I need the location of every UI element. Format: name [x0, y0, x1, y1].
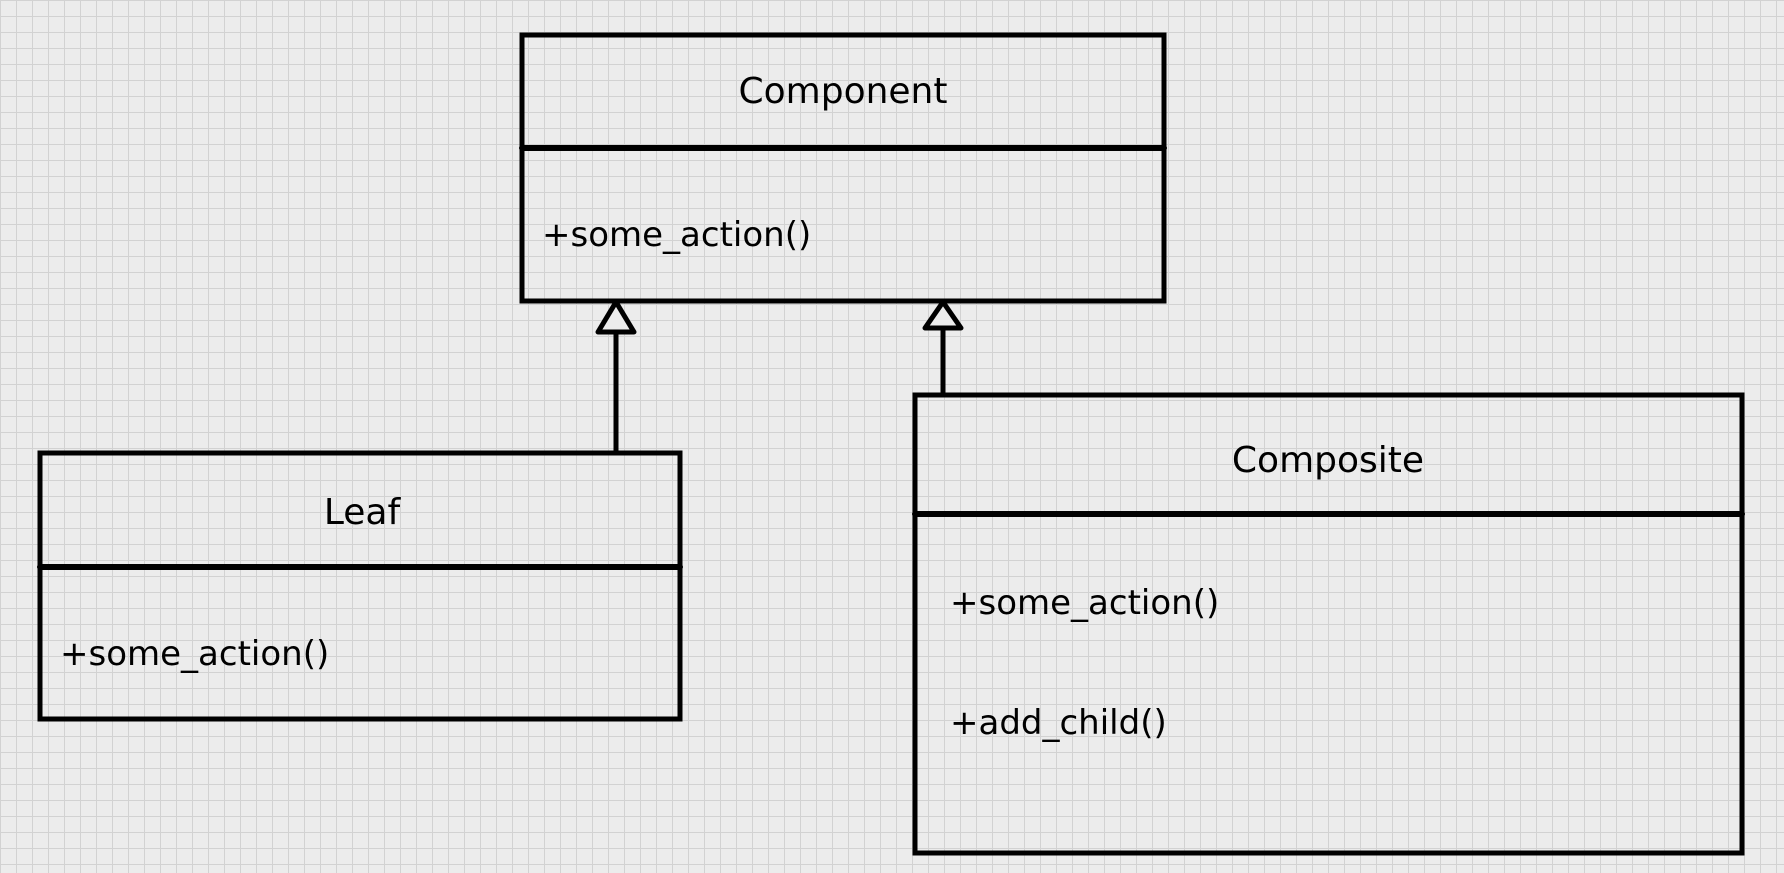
inheritance-arrowhead-leaf — [595, 299, 637, 335]
class-box-composite[interactable]: Composite +some_action() +add_child() — [912, 392, 1745, 856]
class-box-composite-border — [912, 392, 1745, 856]
class-name-component: Component — [738, 71, 947, 112]
inheritance-composite-to-component — [922, 299, 964, 396]
class-name-leaf: Leaf — [324, 492, 402, 533]
class-box-leaf-border — [37, 450, 683, 722]
method-composite-add-child: +add_child() — [950, 703, 1167, 743]
class-name-composite: Composite — [1232, 440, 1424, 481]
method-composite-some-action: +some_action() — [950, 583, 1219, 623]
class-box-component[interactable]: Component +some_action() — [519, 32, 1167, 304]
method-component-some-action: +some_action() — [542, 215, 811, 255]
inheritance-arrowhead-composite — [922, 299, 964, 331]
class-box-leaf[interactable]: Leaf +some_action() — [37, 450, 683, 722]
class-box-component-border — [519, 32, 1167, 304]
method-leaf-some-action: +some_action() — [60, 634, 329, 674]
inheritance-leaf-to-component — [595, 299, 637, 455]
